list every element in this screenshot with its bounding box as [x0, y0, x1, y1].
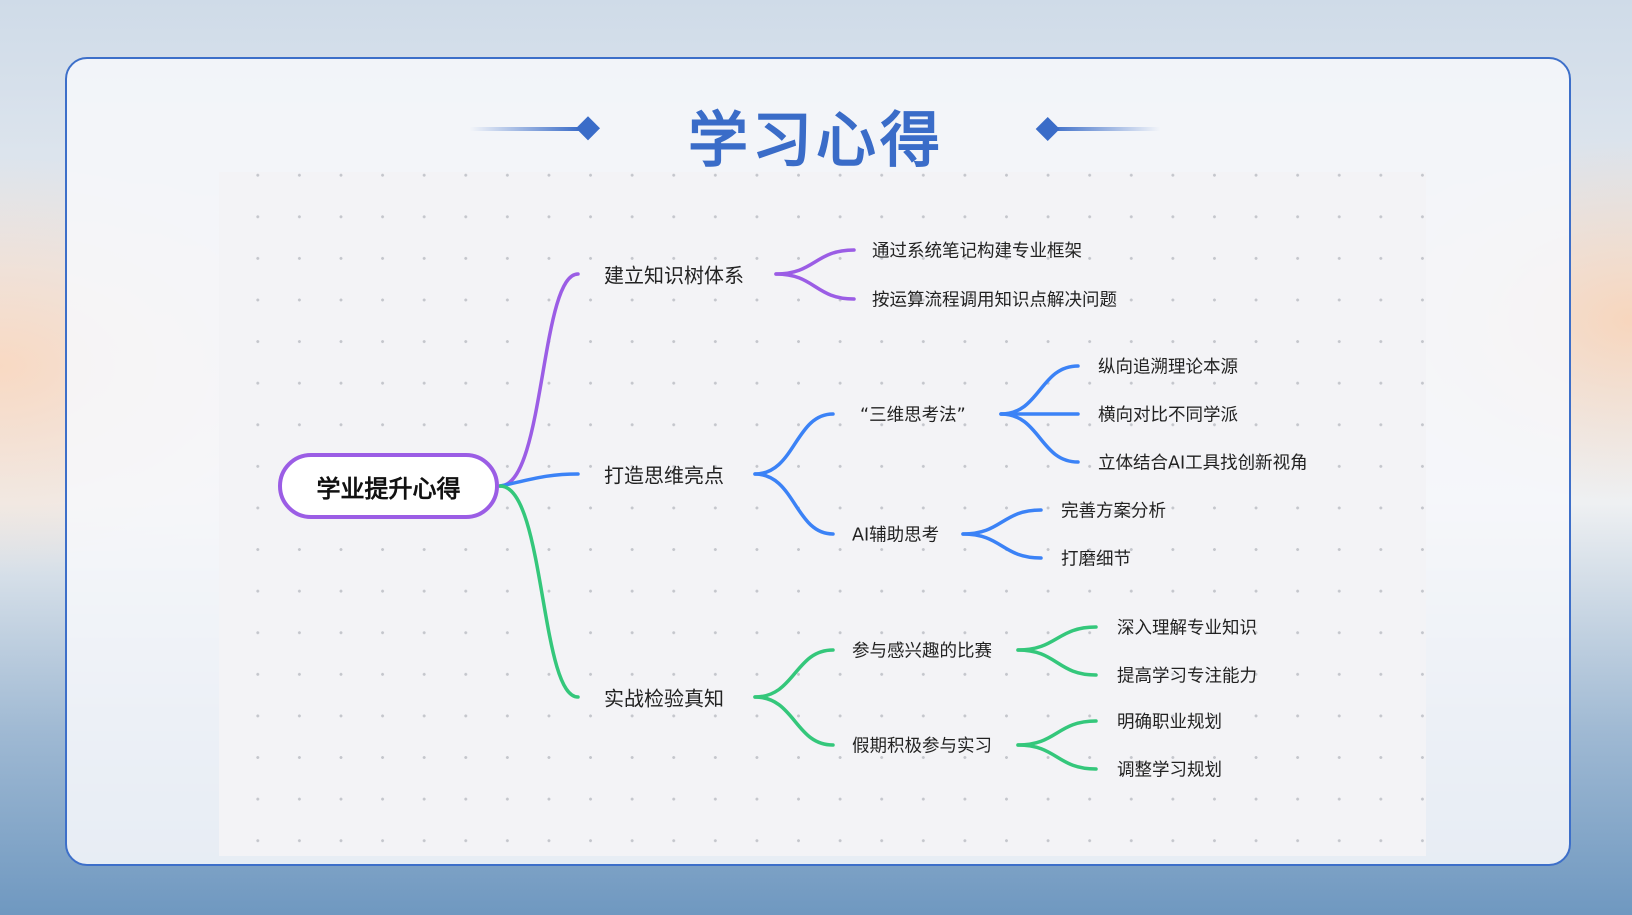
leaf-node[interactable]: 完善方案分析: [1061, 501, 1166, 522]
page-title: 学习心得: [688, 106, 944, 176]
leaf-node[interactable]: 通过系统笔记构建专业框架: [872, 241, 1082, 262]
branch2-connectors: [498, 364, 1080, 560]
sub-node[interactable]: “三维思考法”: [860, 405, 966, 426]
diamond-left-icon: [575, 116, 601, 141]
title-line-left: [470, 127, 580, 131]
leaf-node[interactable]: 横向对比不同学派: [1098, 405, 1238, 426]
branch-node[interactable]: 打造思维亮点: [604, 463, 724, 488]
leaf-node[interactable]: 纵向追溯理论本源: [1098, 357, 1238, 378]
sub-node[interactable]: AI辅助思考: [852, 525, 940, 546]
branch3-connectors: [498, 484, 1098, 771]
leaf-node[interactable]: 深入理解专业知识: [1117, 618, 1257, 639]
root-node[interactable]: 学业提升心得: [278, 453, 499, 519]
sub-node[interactable]: 参与感兴趣的比赛: [852, 641, 992, 662]
branch-node[interactable]: 实战检验真知: [604, 686, 724, 711]
leaf-node[interactable]: 提高学习专注能力: [1117, 666, 1257, 687]
diamond-right-icon: [1035, 116, 1060, 142]
branch1-connectors: [498, 248, 856, 488]
leaf-node[interactable]: 打磨细节: [1061, 549, 1131, 570]
leaf-node[interactable]: 立体结合AI工具找创新视角: [1098, 453, 1308, 474]
leaf-node[interactable]: 按运算流程调用知识点解决问题: [872, 290, 1117, 311]
sub-node[interactable]: 假期积极参与实习: [852, 736, 992, 757]
leaf-node[interactable]: 调整学习规划: [1117, 760, 1222, 781]
title-line-right: [1050, 127, 1160, 131]
branch-node[interactable]: 建立知识树体系: [604, 263, 744, 288]
leaf-node[interactable]: 明确职业规划: [1117, 712, 1222, 733]
